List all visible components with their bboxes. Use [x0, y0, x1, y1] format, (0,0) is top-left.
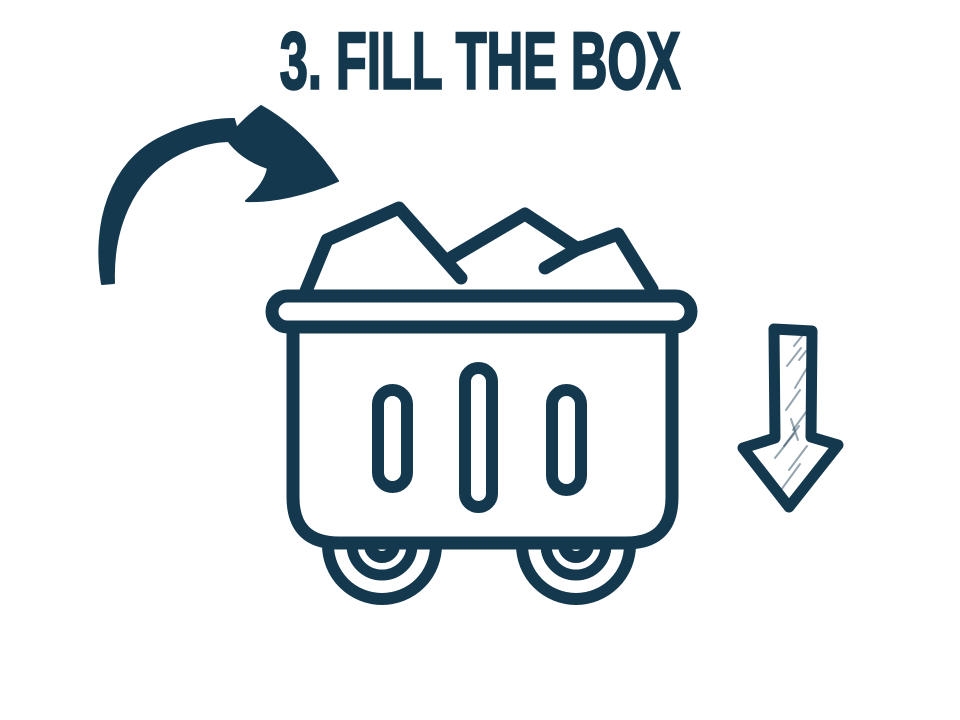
- cart-rim: [265, 289, 698, 334]
- mine-cart-full-of-rocks-icon: [265, 201, 698, 605]
- rock-pile: [299, 201, 659, 298]
- page-title-text: 3. FILL THE BOX: [279, 14, 681, 106]
- curved-arrow-icon: [98, 105, 339, 285]
- down-arrow-icon: [737, 323, 844, 513]
- page-title: 3. FILL THE BOX: [0, 14, 960, 106]
- cart-slots: [372, 362, 587, 513]
- down-arrow-hatching: [774, 330, 808, 491]
